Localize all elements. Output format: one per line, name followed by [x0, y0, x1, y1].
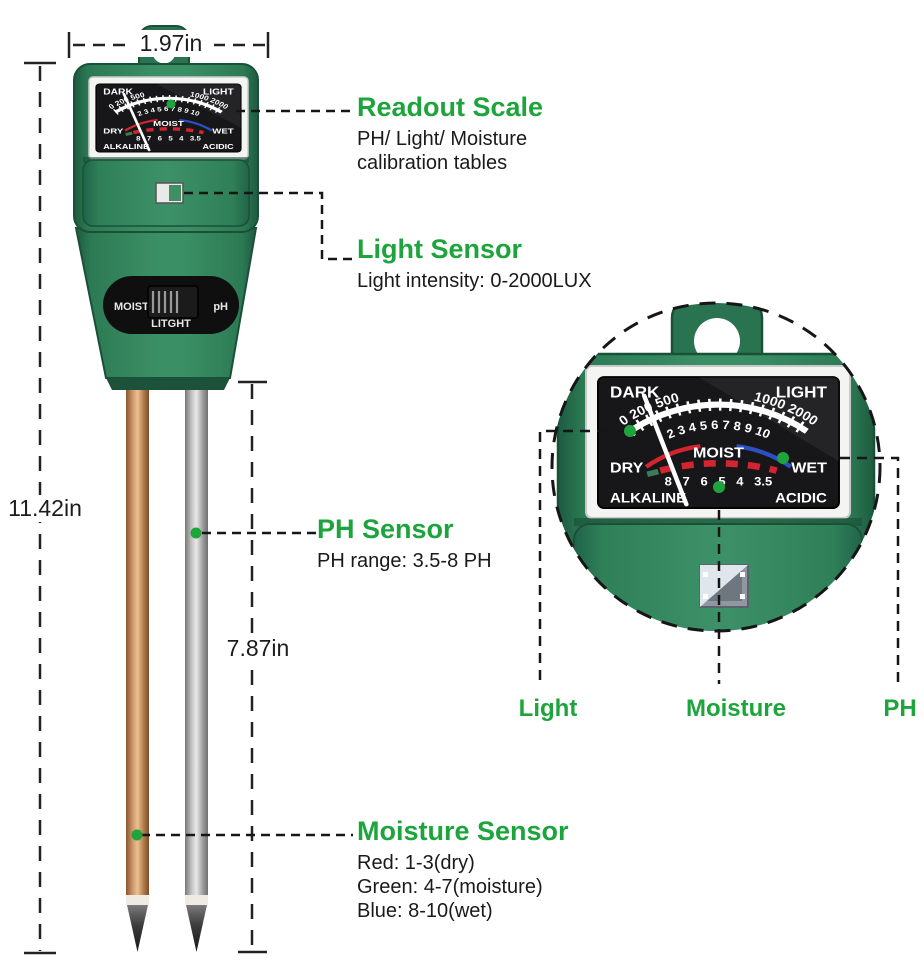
mode-switch-panel: MOIST pH LITGHT: [103, 276, 239, 334]
ph-sensor-callout: PH Sensor PH range: 3.5-8 PH: [317, 514, 492, 573]
inset-label-ph: PH: [883, 695, 917, 722]
inset-leader-lines: [538, 429, 900, 684]
inset-label-light: Light: [518, 695, 578, 722]
probe-collar: [185, 895, 208, 905]
probe-dimension-label: 7.87in: [218, 635, 298, 663]
device-bottom-cap: [106, 378, 230, 390]
switch-label-moist: MOIST: [114, 301, 149, 313]
meter-needle: [122, 92, 151, 152]
scale-label-dry: DRY: [103, 126, 123, 135]
scale-label-dark: DARK: [610, 384, 659, 401]
probe-tip: [186, 905, 207, 952]
light-sensor-desc: Light intensity: 0-2000LUX: [357, 270, 592, 293]
moisture-sensor-desc: Red: 1-3(dry) Green: 4-7(moisture) Blue:…: [357, 851, 569, 923]
scale-label-alkaline: ALKALINE: [103, 143, 149, 151]
moisture-sensor-title: Moisture Sensor: [357, 816, 569, 846]
readout-scale-title: Readout Scale: [357, 92, 544, 122]
readout-scale-callout: Readout Scale PH/ Light/ Moisture calibr…: [357, 92, 544, 175]
scale-label-acidic: ACIDIC: [203, 143, 234, 151]
meter-face-small: DARK LIGHT 0 200 500 1000 2000 2 3 4 5 6…: [95, 83, 242, 153]
scale-label-moist: MOIST: [153, 119, 184, 128]
scale-label-light: LIGHT: [776, 384, 827, 401]
scale-label-dark: DARK: [103, 88, 133, 97]
scale-label-wet: WET: [791, 460, 827, 476]
ph-sensor-dot: [190, 527, 202, 539]
light-sensor-callout: Light Sensor Light intensity: 0-2000LUX: [357, 234, 592, 293]
moisture-sensor-dot: [131, 829, 143, 841]
moisture-desc-line1: Red: 1-3(dry): [357, 852, 475, 875]
moisture-desc-line2: Green: 4-7(moisture): [357, 876, 543, 899]
width-dimension-line: [67, 32, 270, 58]
height-dimension-label: 11.42in: [2, 495, 88, 523]
green-marker-dot: [166, 99, 176, 109]
scale-label-light: LIGHT: [203, 88, 234, 97]
switch-label-light: LITGHT: [151, 318, 191, 330]
ph-scale: 8 7 6 5 4 3.5: [136, 135, 201, 142]
steel-probe: [185, 374, 208, 952]
callout-leader-lines: [141, 109, 353, 837]
copper-probe: [126, 374, 149, 952]
probe-collar: [126, 895, 149, 905]
scale-label-wet: WET: [212, 126, 234, 135]
width-dimension-label: 1.97in: [128, 30, 214, 58]
readout-desc-line1: PH/ Light/ Moisture: [357, 128, 528, 151]
inset-light-dot: [624, 425, 636, 437]
mode-slider-switch: [147, 285, 199, 319]
inset-moisture-dot: [777, 452, 789, 464]
scale-label-dry: DRY: [610, 460, 644, 476]
inset-ph-leader: [789, 456, 900, 684]
readout-scale-desc: PH/ Light/ Moisture calibration tables: [357, 127, 543, 175]
inset-label-moisture: Moisture: [685, 695, 786, 722]
panel-shadow: [574, 518, 862, 526]
ph-sensor-title: PH Sensor: [317, 514, 454, 544]
meter-face-large: DARK LIGHT 0 200 500 1000 2000 2 3 4 5 6…: [596, 376, 840, 509]
soil-meter-device: DARK LIGHT 0 200 500 1000 2000 2 3 4 5 6…: [73, 25, 259, 390]
inset-magnifier-circle: [550, 301, 882, 633]
inset-ph-dot: [713, 481, 725, 493]
hanging-hole: [694, 318, 740, 364]
light-sensor-title: Light Sensor: [357, 234, 523, 264]
scale-label-moist: MOIST: [693, 445, 744, 461]
switch-label-ph: pH: [213, 301, 228, 313]
light-sensor-leader: [184, 191, 353, 261]
probe-tip: [127, 905, 148, 952]
moisture-sensor-callout: Moisture Sensor Red: 1-3(dry) Green: 4-7…: [357, 816, 569, 923]
ph-sensor-desc: PH range: 3.5-8 PH: [317, 550, 492, 573]
readout-desc-line2: calibration tables: [357, 152, 508, 175]
light-sensor-window: [699, 564, 749, 608]
scale-label-alkaline: ALKALINE: [610, 491, 686, 506]
scale-label-acidic: ACIDIC: [775, 491, 827, 506]
light-sensor-window: [155, 182, 184, 204]
moisture-desc-line3: Blue: 8-10(wet): [357, 900, 493, 923]
meter-needle: [641, 393, 689, 507]
probe-dimension-line: [238, 380, 267, 954]
